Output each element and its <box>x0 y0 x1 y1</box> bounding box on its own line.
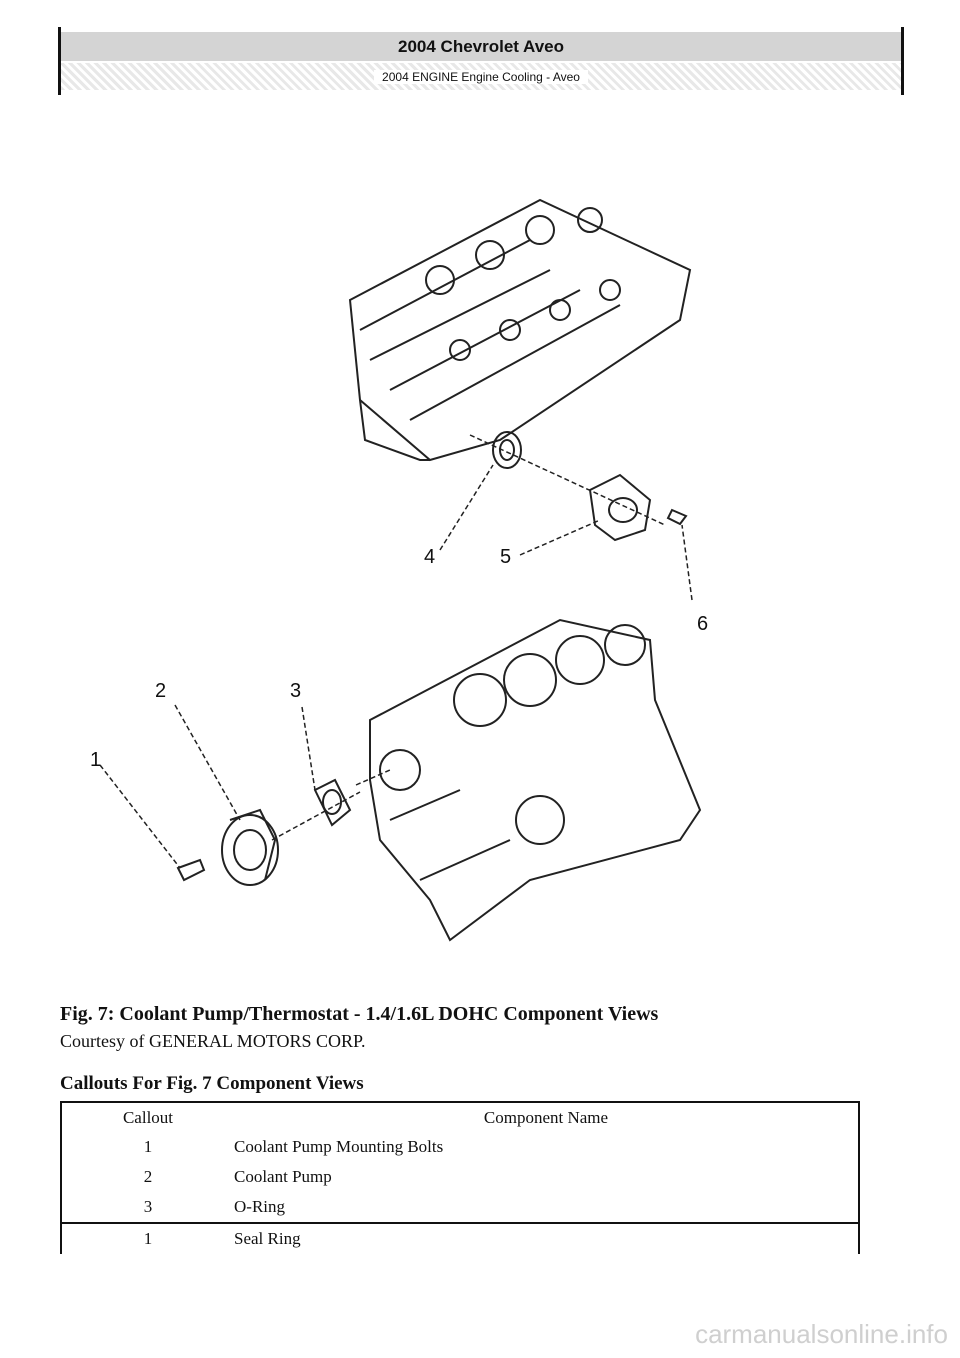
table-header-row: Callout Component Name <box>61 1102 859 1132</box>
cylinder-head-drawing <box>348 198 692 462</box>
callout-label: 1 <box>90 749 101 771</box>
component-name-cell: O-Ring <box>234 1197 285 1216</box>
callout-table: Callout Component Name 1 Coolant Pump Mo… <box>60 1101 860 1254</box>
table-row: 2 Coolant Pump <box>61 1162 859 1192</box>
header-component-name: Component Name <box>483 1107 609 1127</box>
callout-label: 3 <box>290 680 301 702</box>
watermark: carmanualsonline.info <box>695 1319 948 1349</box>
callout-label: 2 <box>155 680 166 702</box>
callout-cell: 1 <box>143 1137 153 1156</box>
thermostat-housing-drawing <box>588 473 688 542</box>
callout-label: 5 <box>500 546 511 568</box>
header-subtitle: 2004 ENGINE Engine Cooling - Aveo <box>374 69 588 84</box>
callout-cell: 2 <box>143 1167 153 1186</box>
component-name-cell: Seal Ring <box>234 1222 859 1254</box>
table-row: 1 Seal Ring <box>61 1222 859 1254</box>
header-subtitle-row: 2004 ENGINE Engine Cooling - Aveo <box>61 63 901 90</box>
mounting-bolt-drawing <box>176 858 206 882</box>
page-header: 2004 Chevrolet Aveo 2004 ENGINE Engine C… <box>58 27 904 95</box>
engine-block-drawing <box>369 618 702 942</box>
table-row: 1 Coolant Pump Mounting Bolts <box>61 1132 859 1162</box>
callout-cell: 3 <box>143 1197 153 1216</box>
component-name-cell: Coolant Pump Mounting Bolts <box>234 1137 444 1156</box>
o-ring-drawing <box>313 778 352 827</box>
leader-lines <box>99 434 693 869</box>
table-row: 3 O-Ring <box>61 1192 859 1223</box>
component-diagram: 1 2 3 4 5 6 <box>90 198 708 942</box>
seal-ring-drawing <box>492 431 522 469</box>
coolant-pump-drawing <box>221 808 279 886</box>
callout-cell: 1 <box>61 1222 234 1254</box>
figure-caption: Fig. 7: Coolant Pump/Thermostat - 1.4/1.… <box>60 1003 659 1025</box>
component-name-cell: Coolant Pump <box>234 1167 332 1186</box>
header-callout: Callout <box>122 1107 174 1127</box>
callout-label: 6 <box>697 613 708 635</box>
callout-label: 4 <box>424 546 435 568</box>
table-title: Callouts For Fig. 7 Component Views <box>60 1073 364 1094</box>
header-title: 2004 Chevrolet Aveo <box>61 32 901 61</box>
figure-courtesy: Courtesy of GENERAL MOTORS CORP. <box>60 1031 366 1051</box>
